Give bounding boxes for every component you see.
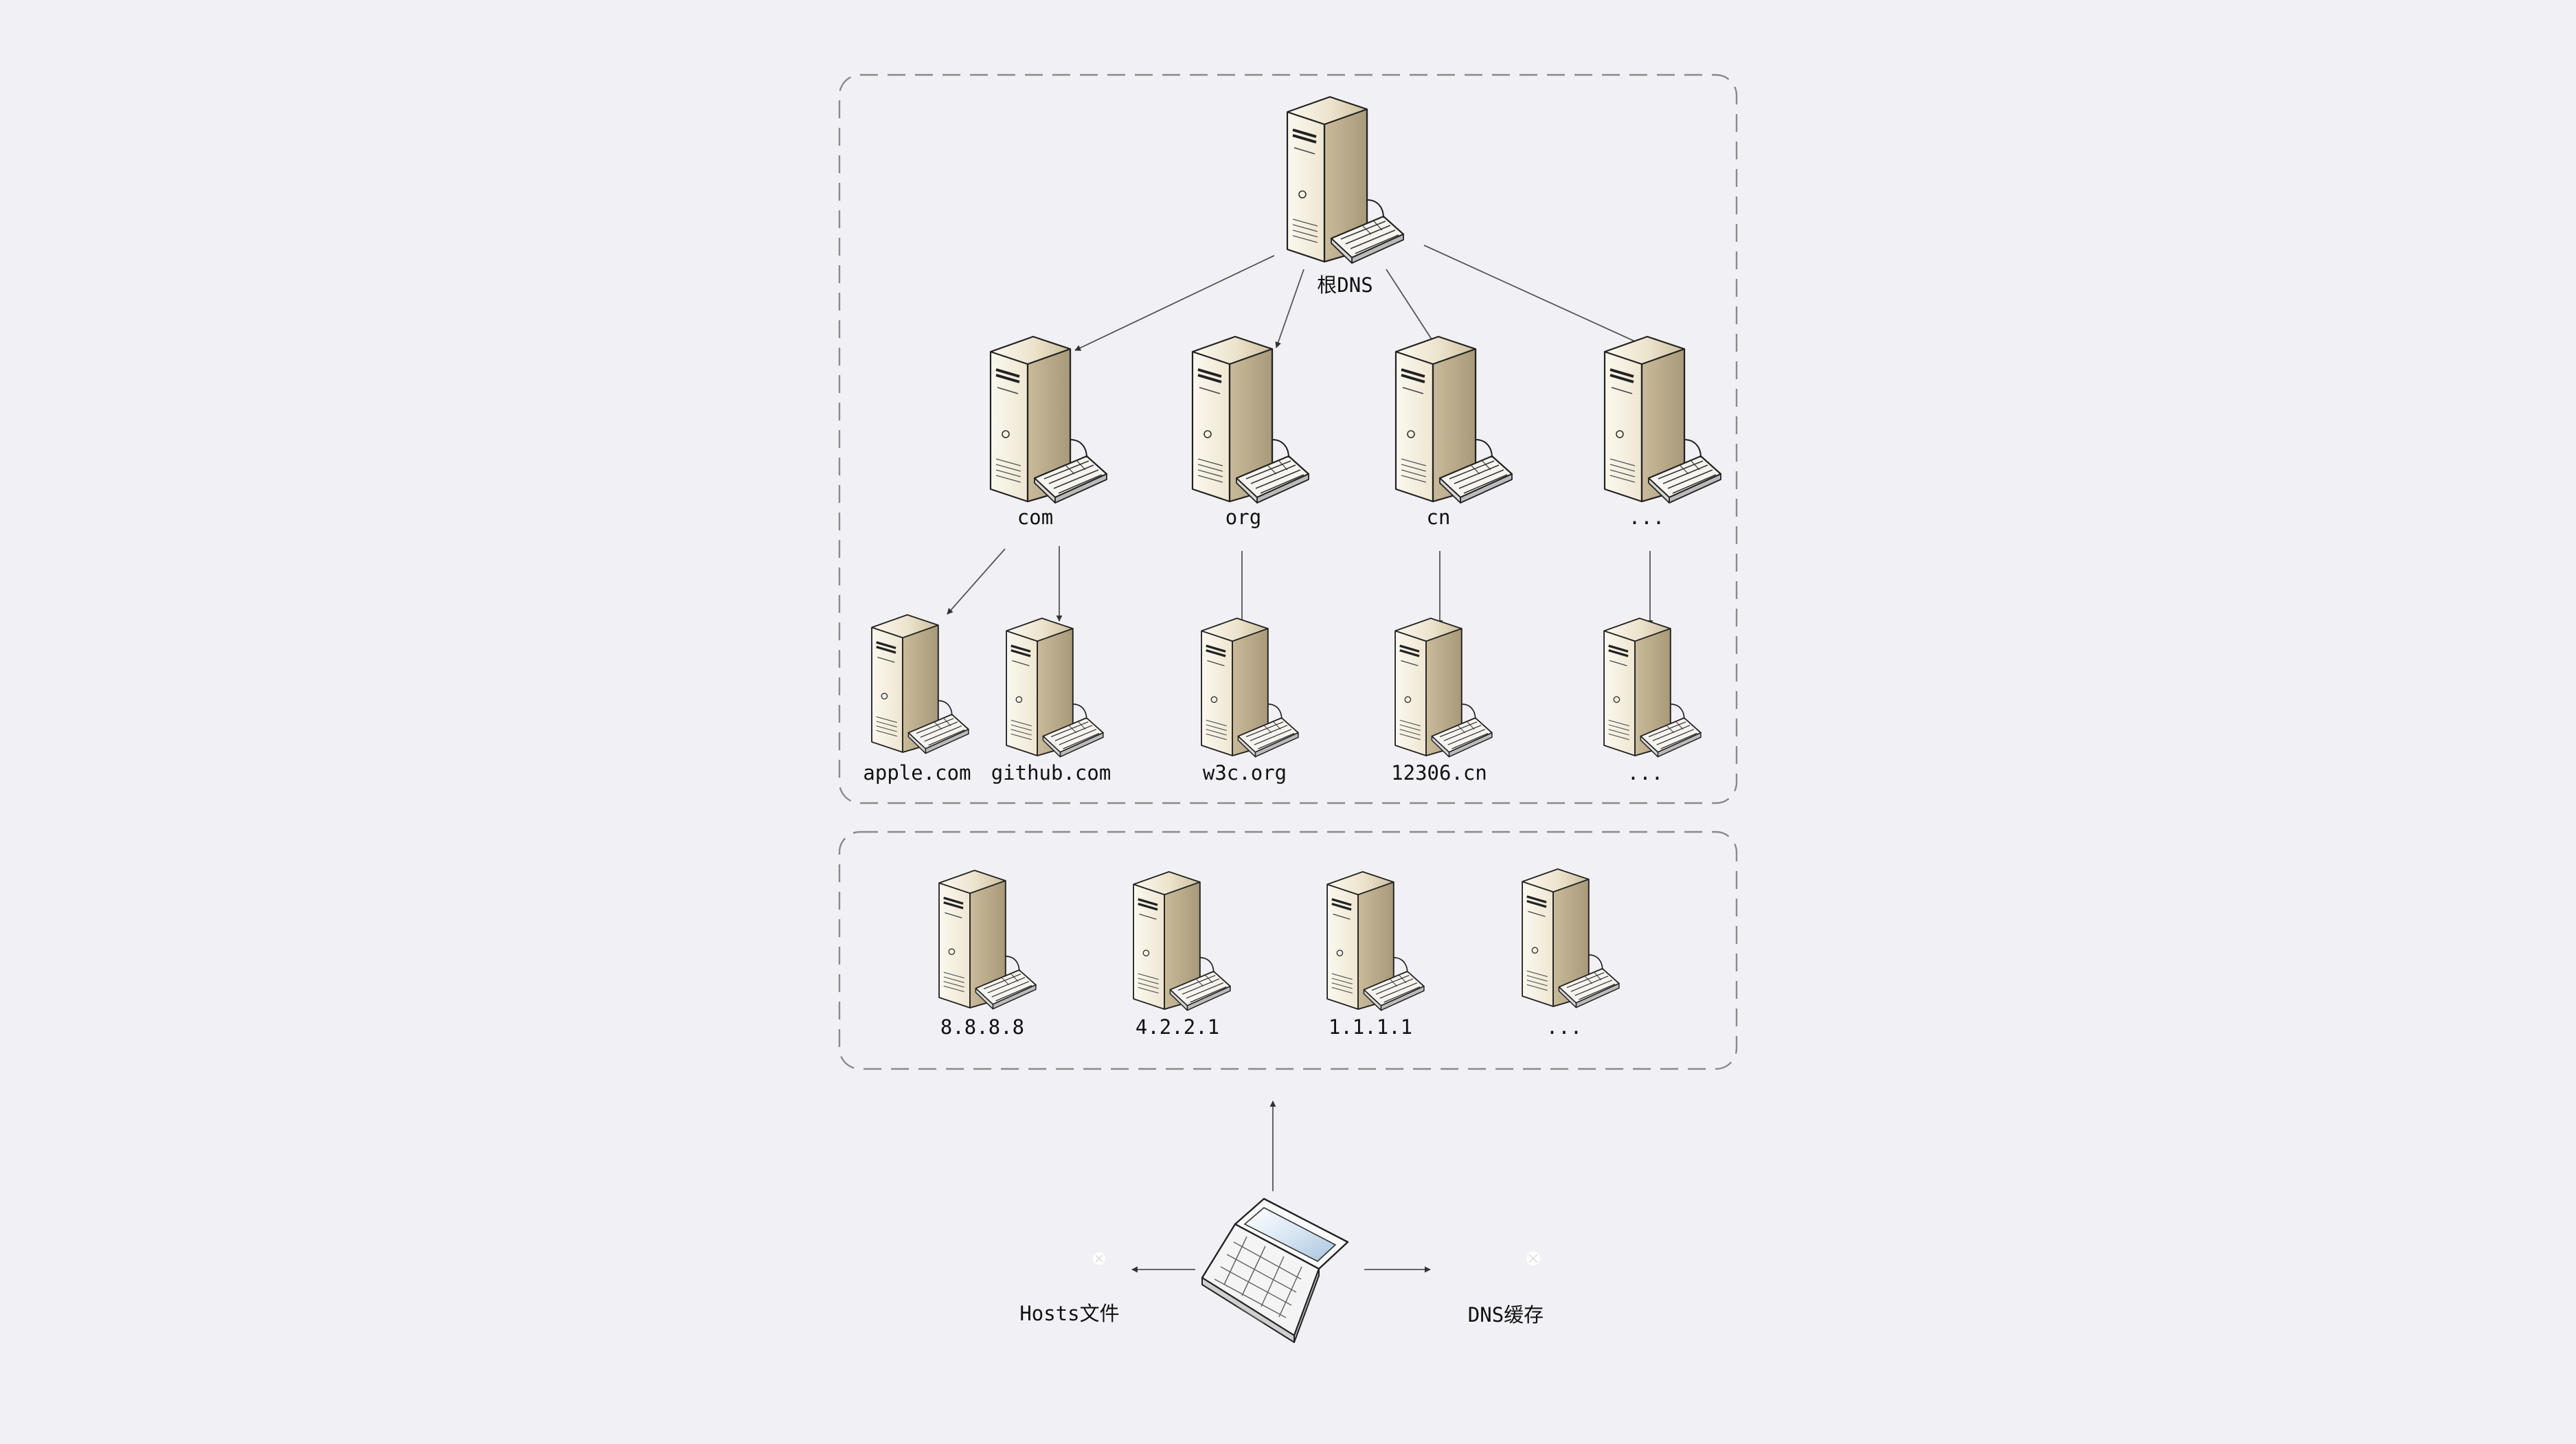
auth-server-apple: apple.com xyxy=(863,613,971,785)
auth-server-12306: 12306.cn xyxy=(1391,617,1493,785)
recursive-resolver-group xyxy=(838,831,1738,1070)
auth-server-w3c: w3c.org xyxy=(1200,617,1300,785)
server-icon xyxy=(989,335,1108,504)
hosts-file-label: Hosts文件 xyxy=(1019,1302,1119,1325)
server-icon xyxy=(1521,868,1620,1009)
resolver-label-1111: 1.1.1.1 xyxy=(1329,1015,1412,1039)
server-icon xyxy=(1200,617,1300,758)
edge-root-com xyxy=(1074,255,1275,351)
server-icon xyxy=(938,869,1037,1011)
auth-label-apple: apple.com xyxy=(863,761,971,785)
edge-root-org xyxy=(1275,269,1304,348)
resolver-label-more: ... xyxy=(1546,1015,1582,1039)
server-icon xyxy=(1603,335,1722,504)
edge-com-apple xyxy=(947,548,1006,615)
auth-server-github: github.com xyxy=(991,617,1111,785)
edges xyxy=(947,245,1653,1273)
authoritative-hierarchy-group xyxy=(838,74,1738,804)
auth-label-more: ... xyxy=(1627,761,1663,785)
root-dns-server: 根DNS xyxy=(1286,95,1405,297)
tld-server-more: ... xyxy=(1603,335,1722,529)
cache-icon xyxy=(1526,1252,1540,1265)
resolver-1111: 1.1.1.1 xyxy=(1326,870,1425,1039)
server-icon xyxy=(1603,617,1702,758)
server-icon xyxy=(1394,617,1493,758)
server-icon xyxy=(1191,335,1310,504)
resolver-4221: 4.2.2.1 xyxy=(1132,870,1232,1039)
dns-cache: DNS缓存 xyxy=(1468,1252,1544,1327)
server-icon xyxy=(870,613,970,755)
tld-label-org: org xyxy=(1225,506,1261,529)
resolver-8888: 8.8.8.8 xyxy=(938,869,1037,1039)
tld-label-cn: cn xyxy=(1427,506,1451,529)
server-icon xyxy=(1286,95,1405,264)
server-icon xyxy=(1394,335,1513,504)
tld-label-more: ... xyxy=(1629,506,1664,529)
auth-label-github: github.com xyxy=(991,761,1111,785)
tld-server-com: com xyxy=(989,335,1108,529)
auth-server-more: ... xyxy=(1603,617,1702,785)
resolver-label-8888: 8.8.8.8 xyxy=(940,1015,1024,1039)
server-icon xyxy=(1005,617,1105,758)
resolver-more: ... xyxy=(1521,868,1620,1039)
server-icon xyxy=(1326,870,1425,1012)
edge-root-cn xyxy=(1386,269,1438,348)
hosts-file: Hosts文件 xyxy=(1019,1252,1120,1325)
auth-label-12306: 12306.cn xyxy=(1391,761,1487,785)
edge-root-more xyxy=(1423,245,1649,348)
client-laptop xyxy=(1201,1197,1349,1343)
laptop-icon xyxy=(1201,1197,1349,1343)
file-icon xyxy=(1093,1252,1105,1265)
tld-server-org: org xyxy=(1191,335,1310,529)
server-icon xyxy=(1132,870,1232,1012)
root-dns-label: 根DNS xyxy=(1317,273,1372,297)
tld-server-cn: cn xyxy=(1394,335,1513,529)
resolver-label-4221: 4.2.2.1 xyxy=(1136,1015,1219,1039)
auth-label-w3c: w3c.org xyxy=(1203,761,1287,785)
dns-cache-label: DNS缓存 xyxy=(1468,1303,1544,1327)
tld-label-com: com xyxy=(1017,506,1053,529)
